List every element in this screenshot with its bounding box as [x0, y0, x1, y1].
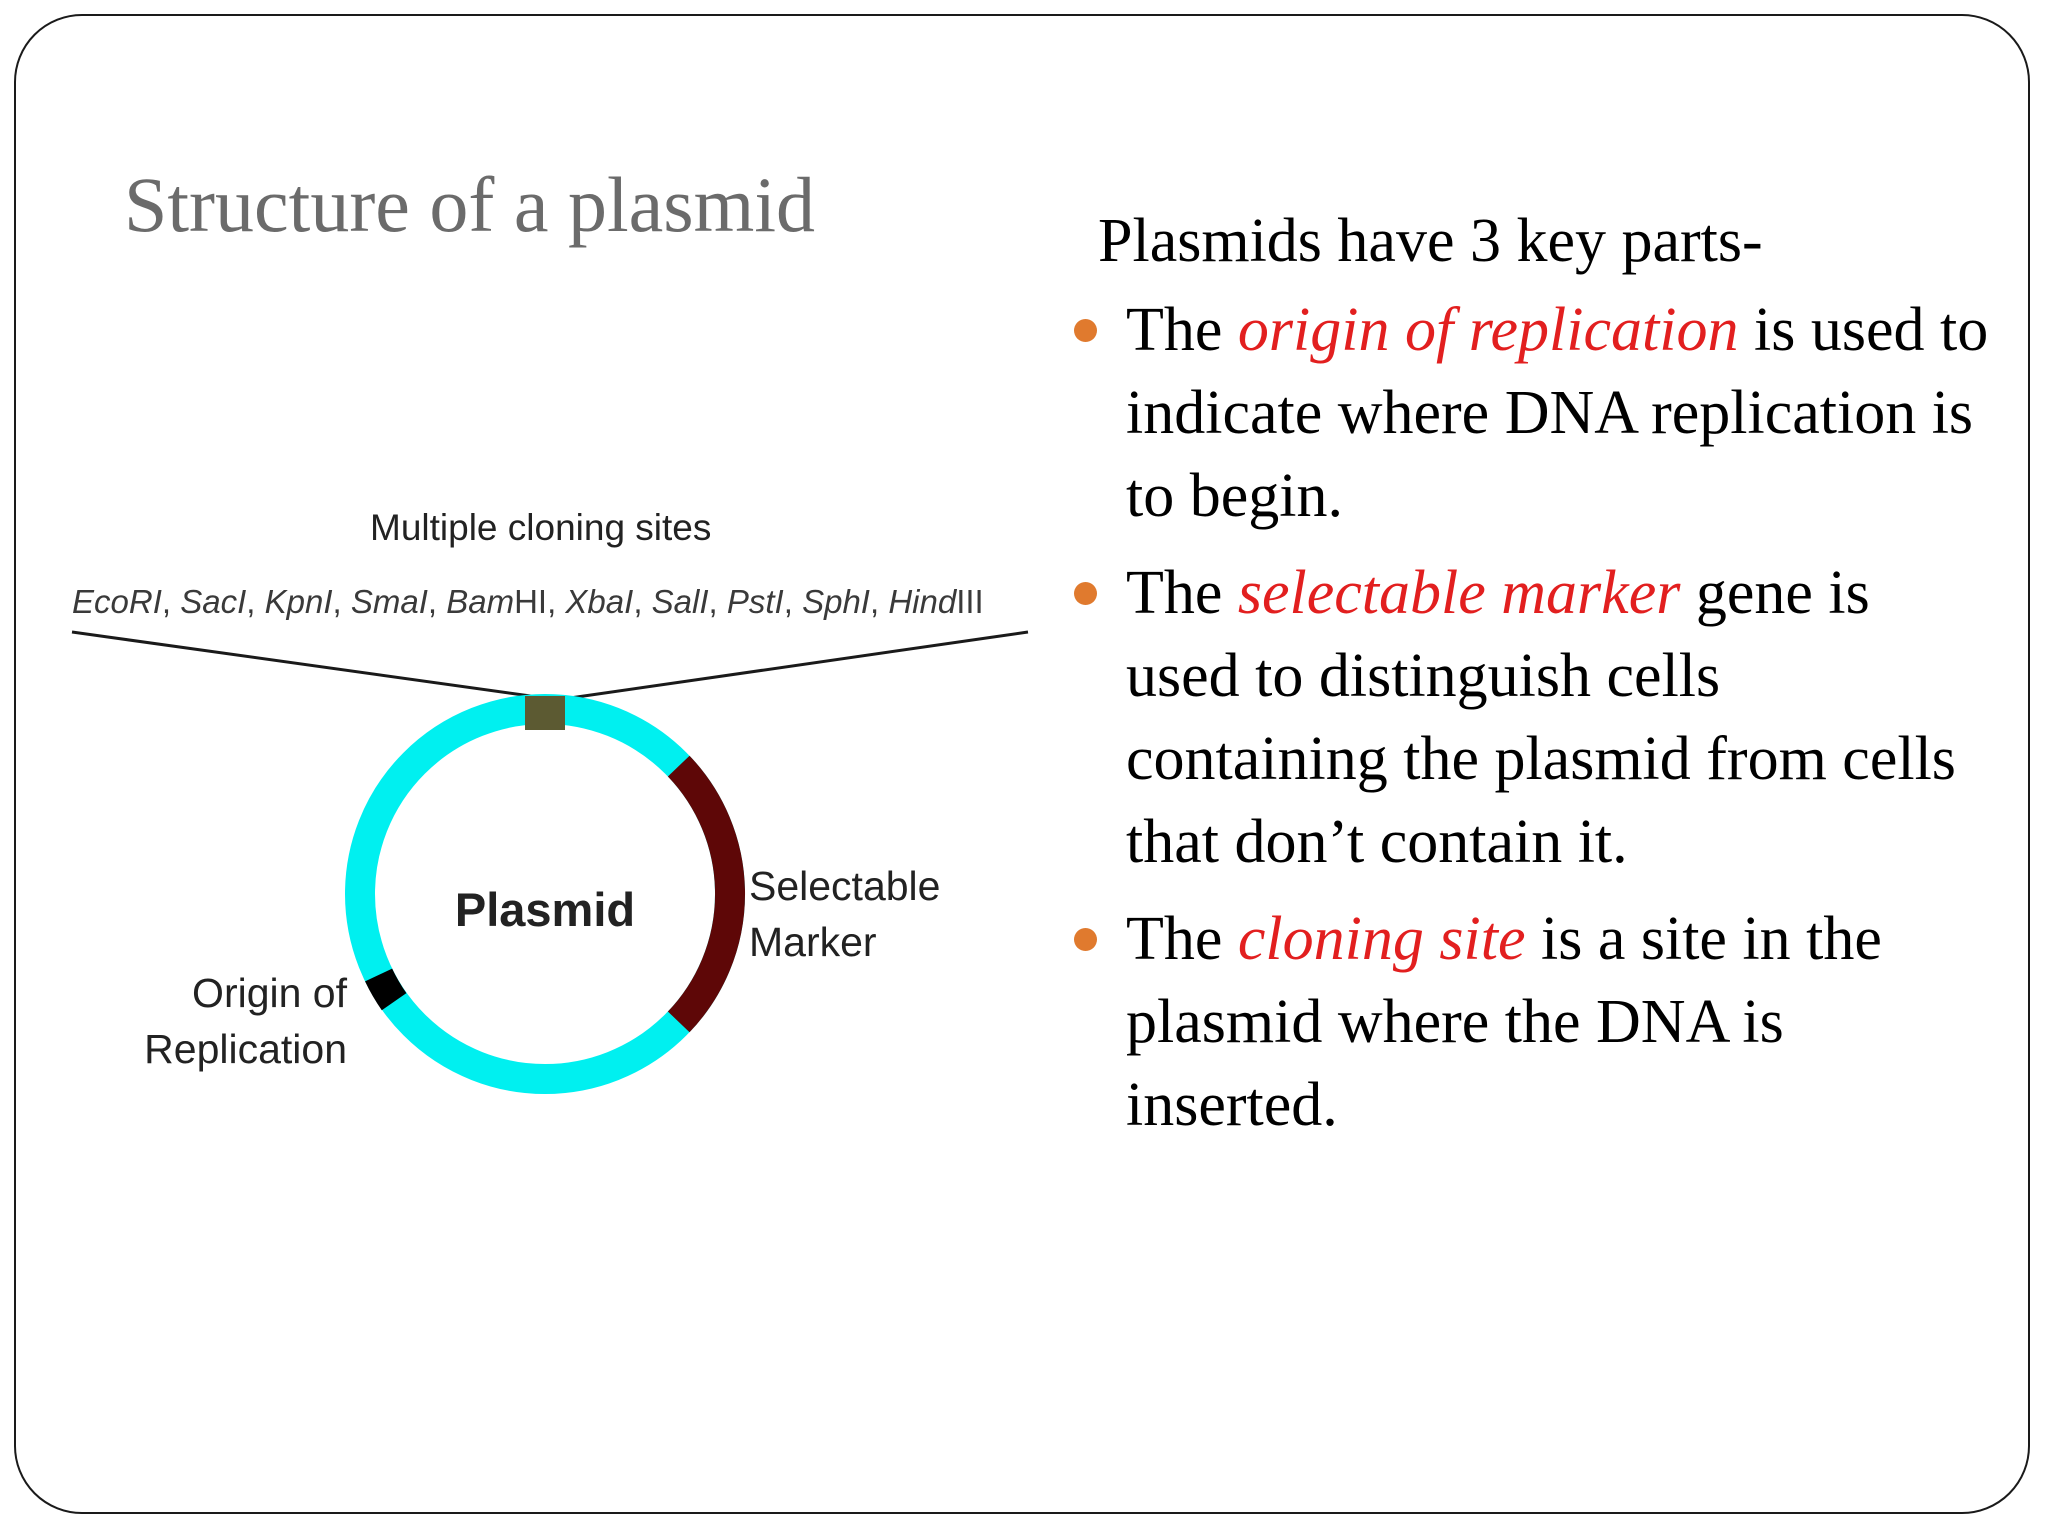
cloning-site-block [525, 696, 565, 730]
origin-of-replication-segment [365, 968, 407, 1011]
key-parts-list: The origin of replication is used to ind… [1060, 289, 1990, 1147]
list-item-cloning-site: The cloning site is a site in the plasmi… [1060, 898, 1990, 1147]
mcs-left-pointer [71, 630, 546, 700]
enzyme-kpni: KpnI [265, 583, 333, 620]
bullet-icon [1074, 319, 1097, 342]
emphasis-origin-of-replication: origin of replication [1237, 296, 1739, 364]
list-item-origin: The origin of replication is used to ind… [1060, 289, 1990, 538]
selectable-marker-label-line2: Marker [749, 919, 877, 965]
enzyme-bamhi: Bam [446, 583, 514, 620]
selectable-marker-segment [667, 755, 745, 1033]
enzyme-sphi: SphI [802, 583, 870, 620]
enzyme-ecori: EcoRI [72, 583, 162, 620]
enzyme-smai: SmaI [351, 583, 428, 620]
emphasis-selectable-marker: selectable marker [1237, 559, 1681, 627]
enzyme-sali: SalI [652, 583, 709, 620]
origin-label-line2: Replication [144, 1026, 347, 1072]
content-panel: Plasmids have 3 key parts- The origin of… [1060, 200, 1990, 1161]
plasmid-diagram-svg: Multiple cloning sites EcoRI, SacI, KpnI… [71, 507, 1029, 1094]
slide-frame [14, 14, 2030, 1514]
enzyme-xbai: XbaI [564, 583, 633, 620]
enzyme-saci: SacI [180, 583, 246, 620]
enzyme-psti: PstI [727, 583, 784, 620]
slide-title: Structure of a plasmid [124, 161, 815, 248]
selectable-marker-label-line1: Selectable [749, 863, 940, 909]
enzyme-hind: Hind [888, 583, 958, 620]
enzyme-hind-iii: III [956, 583, 984, 620]
list-item-selectable-marker: The selectable marker gene is used to di… [1060, 552, 1990, 884]
plasmid-center-label: Plasmid [455, 883, 635, 936]
origin-label-line1: Origin of [192, 970, 348, 1016]
enzyme-list: EcoRI, SacI, KpnI, SmaI, BamHI, XbaI, Sa… [72, 583, 984, 620]
bullet-icon [1074, 582, 1097, 605]
mcs-right-pointer [569, 630, 1029, 700]
plasmid-diagram: Multiple cloning sites EcoRI, SacI, KpnI… [60, 480, 1040, 1200]
intro-text: Plasmids have 3 key parts- [1098, 207, 1763, 275]
emphasis-cloning-site: cloning site [1237, 905, 1526, 973]
bullet-icon [1074, 928, 1097, 951]
mcs-title: Multiple cloning sites [370, 507, 711, 548]
